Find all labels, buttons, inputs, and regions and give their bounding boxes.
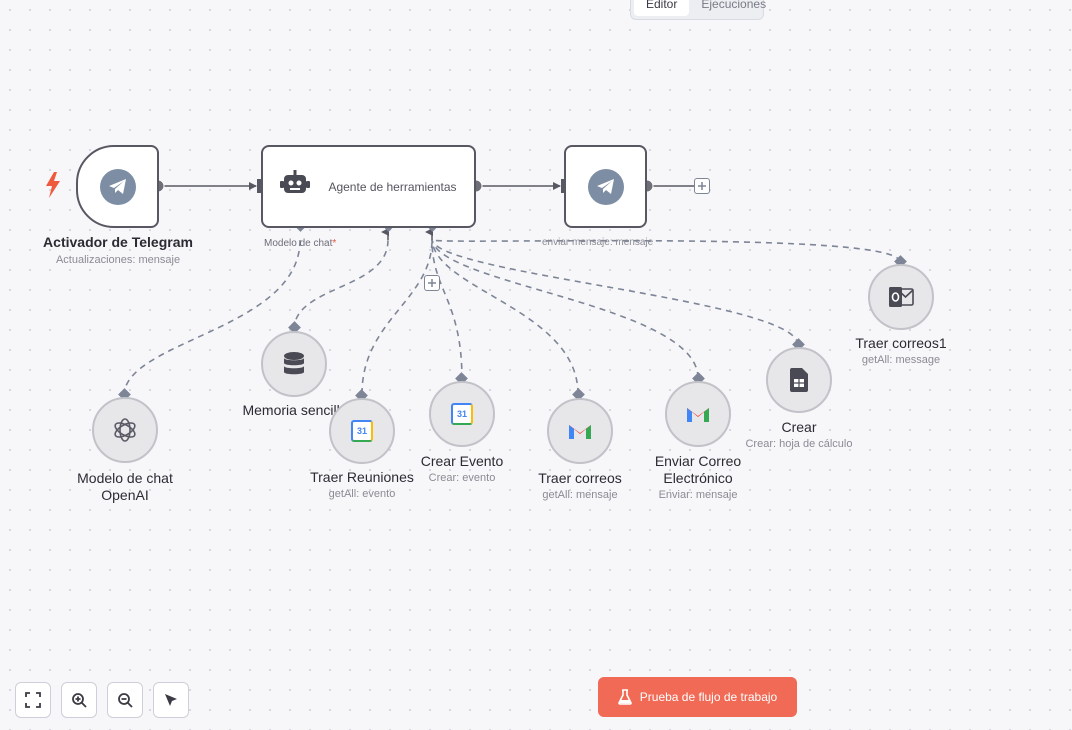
traer-correos1-title: Traer correos1 [855, 335, 947, 351]
connection-crear-evento[interactable] [431, 239, 463, 381]
connection-traer-correos[interactable] [431, 239, 579, 395]
zoom-in-button[interactable] [61, 682, 97, 718]
plus-icon [698, 182, 706, 190]
agent-node[interactable]: Agente de herramientas [261, 145, 476, 228]
telegram-trigger-node[interactable] [76, 145, 159, 228]
telegram-icon [587, 168, 624, 205]
telegram-send-subtitle: enviar mensaje: mensaje [542, 237, 654, 248]
enviar-correo-node[interactable] [665, 381, 731, 447]
openai-chat-model-node[interactable] [92, 397, 158, 463]
google-calendar-icon: 31 [351, 420, 373, 442]
traer-correos1-subtitle: getAll: message [861, 354, 941, 366]
test-workflow-label: Prueba de flujo de trabajo [639, 690, 778, 704]
crear-evento-subtitle: Crear: evento [428, 472, 496, 484]
connection-openai[interactable] [123, 239, 301, 397]
traer-correos-node[interactable] [547, 398, 613, 464]
agent-label: Agente de herramientas [328, 179, 457, 194]
traer-reuniones-node[interactable]: 31 [329, 398, 395, 464]
connection-memory[interactable] [293, 239, 389, 331]
traer-correos-title: Traer correos [538, 470, 622, 486]
test-workflow-button[interactable]: Prueba de flujo de trabajo [598, 677, 797, 717]
traer-reuniones-subtitle: getAll: evento [328, 488, 396, 500]
crear-evento-title: Crear Evento [420, 453, 504, 469]
cursor-icon [165, 694, 177, 706]
input-handle[interactable] [561, 179, 566, 193]
openai-title: Modelo de chat OpenAI [77, 470, 173, 503]
crear-sheet-node[interactable] [766, 347, 832, 413]
traer-correos-subtitle: getAll: mensaje [542, 489, 618, 501]
gmail-icon [687, 408, 709, 422]
zoom-out-button[interactable] [107, 682, 143, 718]
crear-sheet-title: Crear [781, 419, 817, 435]
plus-icon [428, 279, 436, 287]
tab-executions[interactable]: Ejecuciones [701, 0, 767, 11]
outlook-icon [889, 287, 914, 307]
add-node-button[interactable] [694, 178, 710, 194]
google-sheets-icon [790, 368, 808, 392]
traer-reuniones-title: Traer Reuniones [310, 469, 414, 485]
openai-icon [114, 418, 136, 442]
memory-node[interactable] [261, 331, 327, 397]
memory-title: Memoria sencilla [242, 402, 348, 418]
zoom-in-icon [72, 693, 87, 708]
google-calendar-icon: 31 [451, 403, 473, 425]
input-handle[interactable] [257, 179, 262, 193]
crear-sheet-subtitle: Crear: hoja de cálculo [745, 438, 853, 450]
connection-enviar-correo[interactable] [431, 239, 699, 379]
traer-correos1-node[interactable] [868, 264, 934, 330]
gmail-icon [569, 425, 591, 439]
telegram-trigger-title: Activador de Telegram [43, 234, 193, 250]
telegram-trigger-subtitle: Actualizaciones: mensaje [55, 254, 181, 266]
database-icon [284, 352, 304, 375]
telegram-send-node[interactable] [564, 145, 647, 228]
crear-evento-node[interactable]: 31 [429, 381, 495, 447]
enviar-correo-title: Enviar Correo Electrónico [654, 453, 742, 486]
connection-traer-reuniones[interactable] [361, 239, 433, 395]
flask-icon [617, 689, 632, 705]
trigger-bolt-icon [44, 172, 62, 203]
enviar-correo-subtitle: Enviar: mensaje [658, 489, 738, 501]
chat-model-port-label: Modelo de chat* [264, 238, 337, 249]
view-tab-switch: Editor Ejecuciones [630, 0, 766, 20]
robot-icon [280, 169, 311, 204]
connection-crear[interactable] [431, 239, 799, 346]
fit-view-icon [25, 692, 41, 708]
connection-traer-correos1[interactable] [431, 239, 901, 263]
telegram-icon [99, 168, 136, 205]
zoom-out-icon [118, 693, 133, 708]
add-tool-button[interactable] [424, 275, 440, 291]
fit-view-button[interactable] [15, 682, 51, 718]
tab-editor[interactable]: Editor [634, 0, 690, 16]
tidy-up-button[interactable] [153, 682, 189, 718]
